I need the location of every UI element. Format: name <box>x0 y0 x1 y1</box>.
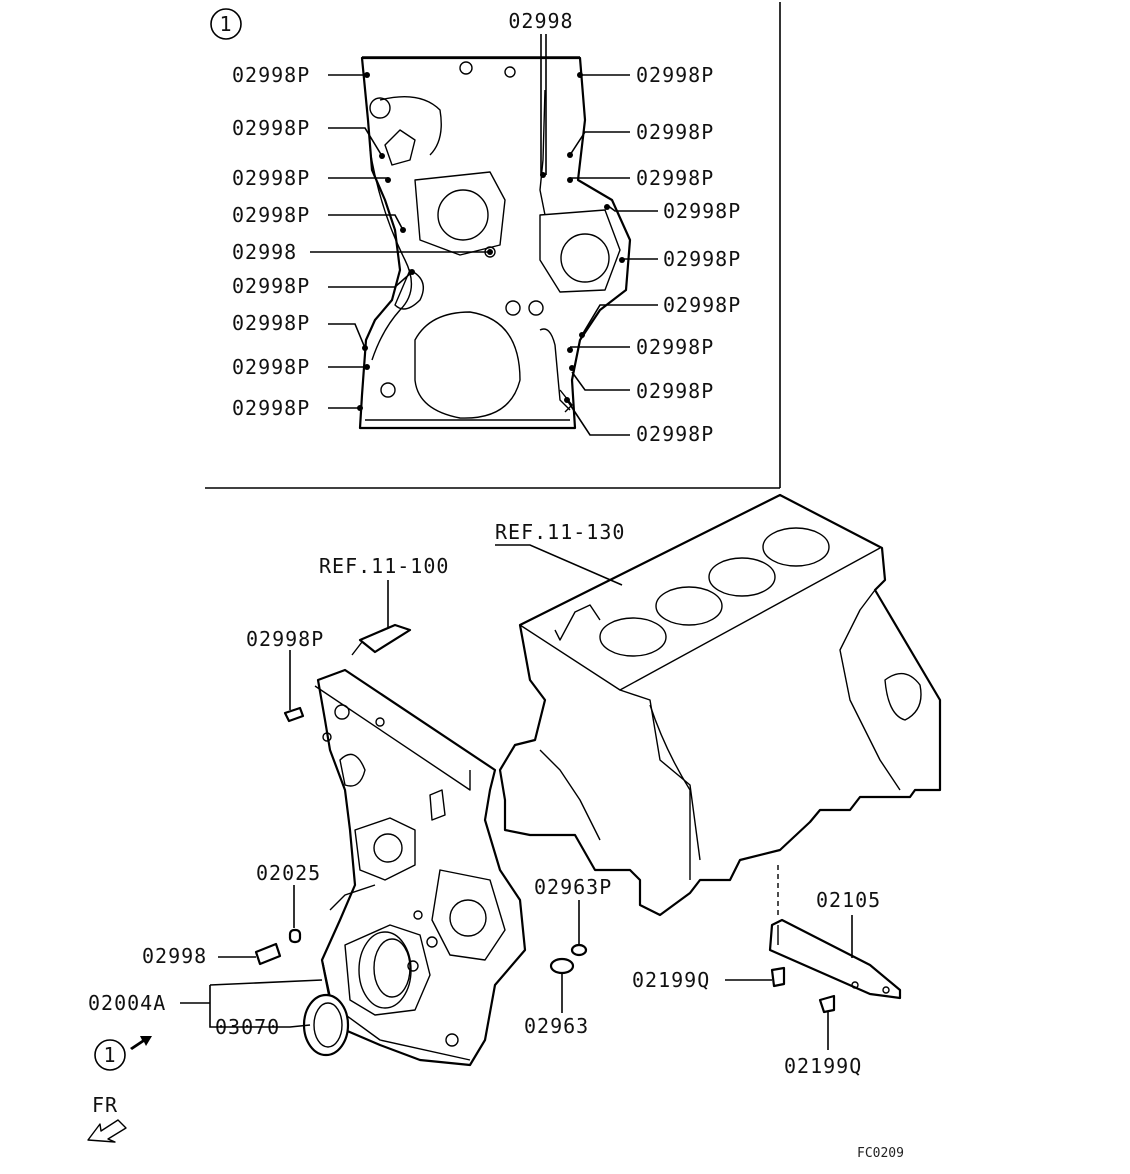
gasket-strip <box>351 623 412 656</box>
timing-cover <box>314 668 527 1067</box>
inset-left-label-6: 02998P <box>232 274 310 298</box>
inset-label-top: 02998 <box>508 9 573 33</box>
inset-left-label-7: 02998P <box>232 311 310 335</box>
bolt-top-label: 02998P <box>246 627 324 651</box>
bolt-low-label: 02998 <box>142 944 207 968</box>
inset-right-label-3: 02998P <box>636 166 714 190</box>
inset-left-leaders <box>310 72 493 411</box>
inset-timing-cover <box>358 56 632 430</box>
o-ring-lower <box>549 957 575 1013</box>
inset-frame <box>205 2 781 489</box>
bolt-top <box>283 650 305 723</box>
inset-right-leaders <box>564 72 658 436</box>
dowel-pin <box>288 885 302 944</box>
inset-right-label-6: 02998P <box>663 293 741 317</box>
inset-left-labels: 02998P 02998P 02998P 02998P 02998 02998P… <box>232 63 310 420</box>
plate-label: 02105 <box>816 888 881 912</box>
bolt-q2 <box>818 994 836 1050</box>
inset-left-label-3: 02998P <box>232 166 310 190</box>
assembly-label: 02004A <box>88 991 166 1015</box>
pin-label: 02025 <box>256 861 321 885</box>
inset-right-label-5: 02998P <box>663 247 741 271</box>
inset-left-label-4: 02998P <box>232 203 310 227</box>
inset-right-label-9: 02998P <box>636 422 714 446</box>
ref-gasket-label: REF.11-100 <box>319 554 449 578</box>
bolt-q2-label: 02199Q <box>784 1054 862 1078</box>
o-ring-lower-label: 02963 <box>524 1014 589 1038</box>
inset-left-label-5: 02998 <box>232 240 297 264</box>
figure-code: FC0209 <box>857 1146 904 1161</box>
bolt-q1 <box>725 966 786 988</box>
engine-block <box>498 493 942 918</box>
inset-right-label-7: 02998P <box>636 335 714 359</box>
ref-block-label: REF.11-130 <box>495 520 625 544</box>
o-ring-upper-label: 02963P <box>534 875 612 899</box>
inset-right-label-2: 02998P <box>636 120 714 144</box>
inset-right-labels: 02998P 02998P 02998P 02998P 02998P 02998… <box>636 63 741 446</box>
inset-left-label-9: 02998P <box>232 396 310 420</box>
view-callout-number: 1 <box>103 1043 116 1067</box>
inset-left-label-1: 02998P <box>232 63 310 87</box>
inset-callout-circle: 1 <box>210 8 242 40</box>
oil-seal <box>302 993 350 1057</box>
inset-left-label-2: 02998P <box>232 116 310 140</box>
bolt-low <box>218 942 282 966</box>
cover-plate <box>768 918 902 1000</box>
bolt-q1-label: 02199Q <box>632 968 710 992</box>
inset-right-label-1: 02998P <box>636 63 714 87</box>
inset-callout-number: 1 <box>219 12 232 36</box>
inset-right-label-4: 02998P <box>663 199 741 223</box>
o-ring-upper <box>570 900 588 957</box>
inset-right-label-8: 02998P <box>636 379 714 403</box>
view-callout: 1 <box>94 1036 152 1071</box>
direction-label: FR <box>92 1093 118 1117</box>
inset-left-label-8: 02998P <box>232 355 310 379</box>
front-direction-arrow: FR <box>87 1093 127 1143</box>
